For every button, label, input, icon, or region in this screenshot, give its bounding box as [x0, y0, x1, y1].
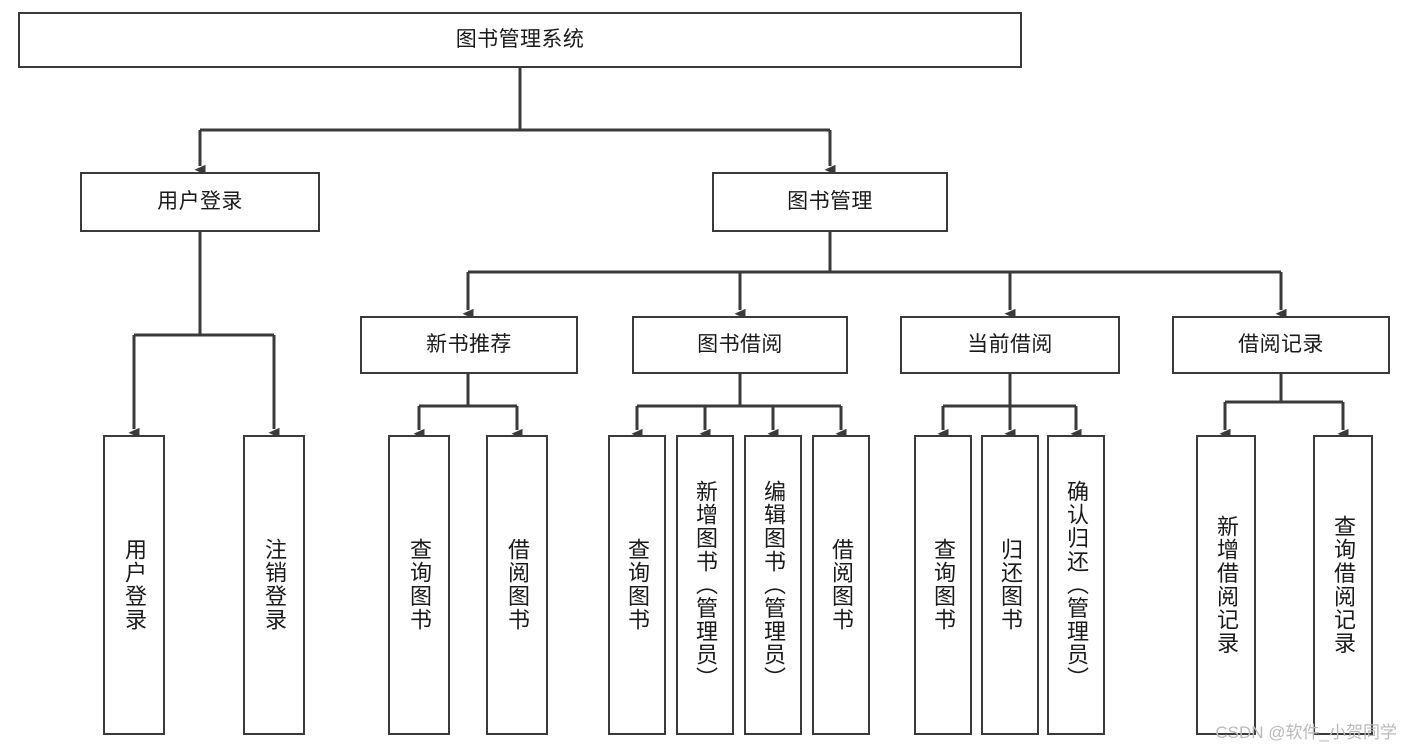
node-book-borrow[interactable]: 图书借阅	[632, 316, 848, 374]
node-leaf-borrow-book-1-label: 借阅图书	[504, 538, 530, 632]
node-leaf-query-record-label: 查询借阅记录	[1330, 515, 1356, 655]
node-borrow-record-label: 借阅记录	[1238, 333, 1324, 357]
node-user-login[interactable]: 用户登录	[80, 172, 320, 232]
node-leaf-confirm-return-label: 确认归还（管理员）	[1063, 480, 1089, 690]
node-book-mgmt[interactable]: 图书管理	[712, 172, 948, 232]
node-leaf-user-logout-label: 注销登录	[261, 538, 287, 632]
node-leaf-query-book-3[interactable]: 查询图书	[914, 435, 972, 735]
node-book-borrow-label: 图书借阅	[697, 333, 783, 357]
node-leaf-return-book-label: 归还图书	[997, 538, 1023, 632]
node-leaf-query-book-1-label: 查询图书	[406, 538, 432, 632]
node-leaf-borrow-book-2[interactable]: 借阅图书	[812, 435, 870, 735]
node-leaf-query-record[interactable]: 查询借阅记录	[1313, 435, 1373, 735]
node-leaf-query-book-1[interactable]: 查询图书	[388, 435, 450, 735]
node-leaf-user-logout[interactable]: 注销登录	[243, 435, 305, 735]
node-leaf-add-book[interactable]: 新增图书（管理员）	[676, 435, 734, 735]
node-leaf-user-login-label: 用户登录	[121, 538, 147, 632]
node-user-login-label: 用户登录	[157, 190, 243, 214]
node-current-borrow[interactable]: 当前借阅	[900, 316, 1120, 374]
node-new-book-rec-label: 新书推荐	[426, 333, 512, 357]
node-borrow-record[interactable]: 借阅记录	[1172, 316, 1390, 374]
node-leaf-query-book-2[interactable]: 查询图书	[608, 435, 666, 735]
node-leaf-edit-book[interactable]: 编辑图书（管理员）	[744, 435, 802, 735]
node-leaf-query-book-2-label: 查询图书	[624, 538, 650, 632]
node-new-book-rec[interactable]: 新书推荐	[360, 316, 578, 374]
node-leaf-borrow-book-1[interactable]: 借阅图书	[486, 435, 548, 735]
node-leaf-return-book[interactable]: 归还图书	[981, 435, 1039, 735]
node-leaf-query-book-3-label: 查询图书	[930, 538, 956, 632]
node-current-borrow-label: 当前借阅	[967, 333, 1053, 357]
node-leaf-user-login[interactable]: 用户登录	[103, 435, 165, 735]
node-book-mgmt-label: 图书管理	[787, 190, 873, 214]
node-leaf-add-record[interactable]: 新增借阅记录	[1196, 435, 1256, 735]
node-leaf-add-record-label: 新增借阅记录	[1213, 515, 1239, 655]
node-root[interactable]: 图书管理系统	[18, 12, 1022, 68]
node-leaf-borrow-book-2-label: 借阅图书	[828, 538, 854, 632]
node-root-label: 图书管理系统	[455, 28, 585, 52]
node-leaf-edit-book-label: 编辑图书（管理员）	[760, 480, 786, 690]
csdn-watermark: CSDN @软件_小贺同学	[1215, 723, 1397, 742]
node-leaf-confirm-return[interactable]: 确认归还（管理员）	[1047, 435, 1105, 735]
node-leaf-add-book-label: 新增图书（管理员）	[692, 480, 718, 690]
